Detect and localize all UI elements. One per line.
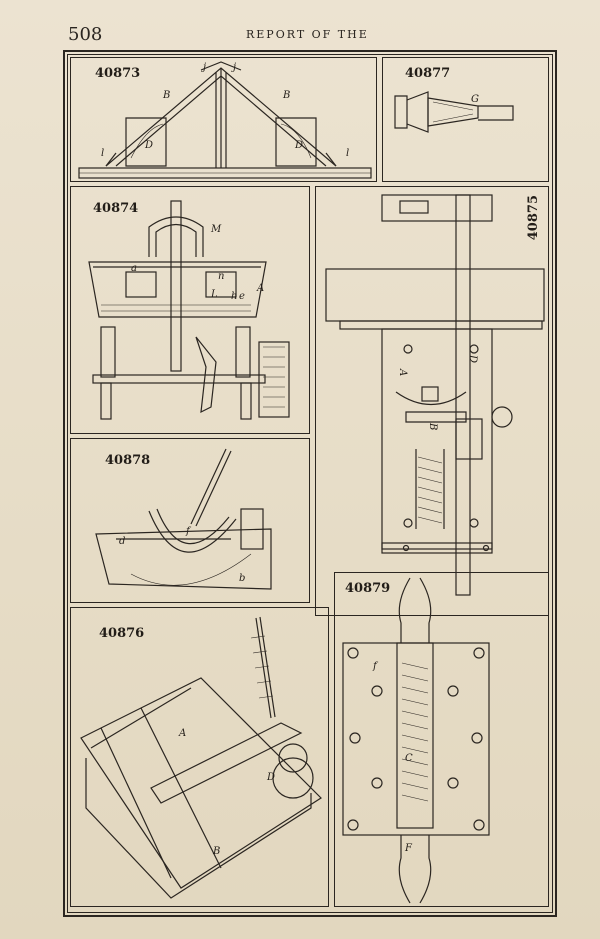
figure-40878-number: 40878 [105,453,151,468]
svg-text:A: A [178,728,186,739]
plate-frame-inner [67,54,553,913]
svg-text:h: h [231,291,237,302]
figure-40876-number: 40876 [99,626,145,641]
figure-40874-panel: 40874 M L A h e n a [70,186,310,434]
figure-40876-drawing: A B D [80,616,322,899]
svg-text:e: e [239,291,245,302]
figure-40878-panel: 40878 f d b [70,438,310,603]
figure-40878-drawing: f d b [95,448,272,590]
figure-40877-number: 40877 [405,66,451,81]
svg-text:j: j [201,62,206,73]
svg-text:a: a [131,263,137,274]
running-title: REPORT OF THE [246,28,369,41]
figure-40875-drawing: A D B [325,194,545,596]
svg-text:A: A [397,368,408,376]
figure-40873-drawing: B B j j D D l l [78,61,372,179]
figure-40877-drawing: G [394,91,514,133]
svg-text:L: L [210,289,218,300]
svg-text:B: B [427,422,438,430]
figure-40877-panel: 40877 G [382,57,549,182]
figure-40875-panel: 40875 A D B [315,186,549,616]
svg-text:f: f [372,661,379,672]
svg-text:G: G [471,94,479,105]
svg-text:l: l [346,148,349,159]
svg-text:l: l [101,148,104,159]
plate-frame-outer [63,50,557,917]
svg-text:j: j [231,62,236,73]
figure-40879-drawing: f F C [342,577,490,904]
svg-text:B: B [162,90,170,101]
svg-text:D: D [266,772,275,783]
figure-40873-number: 40873 [95,66,141,81]
svg-text:d: d [119,536,125,547]
svg-text:M: M [210,224,222,235]
svg-text:B: B [282,90,290,101]
figure-40874-drawing: M L A h e n a [88,200,290,420]
svg-text:B: B [212,846,220,857]
svg-text:n: n [218,271,224,282]
svg-text:D: D [294,140,303,151]
figure-40879-number: 40879 [345,581,391,596]
figure-40879-panel: 40879 f F C [334,572,549,907]
page-number: 508 [68,24,103,45]
svg-text:F: F [404,843,413,854]
figure-40876-panel: 40876 A B D [70,607,329,907]
figure-40873-panel: 40873 B B j j D D l l [70,57,377,182]
running-head: 508 REPORT OF THE [0,24,600,46]
figure-40874-number: 40874 [93,201,139,216]
svg-text:f: f [185,526,192,537]
svg-text:A: A [256,283,264,294]
svg-text:C: C [405,753,413,764]
svg-text:b: b [239,573,245,584]
svg-text:D: D [144,140,153,151]
svg-text:D: D [467,354,478,363]
